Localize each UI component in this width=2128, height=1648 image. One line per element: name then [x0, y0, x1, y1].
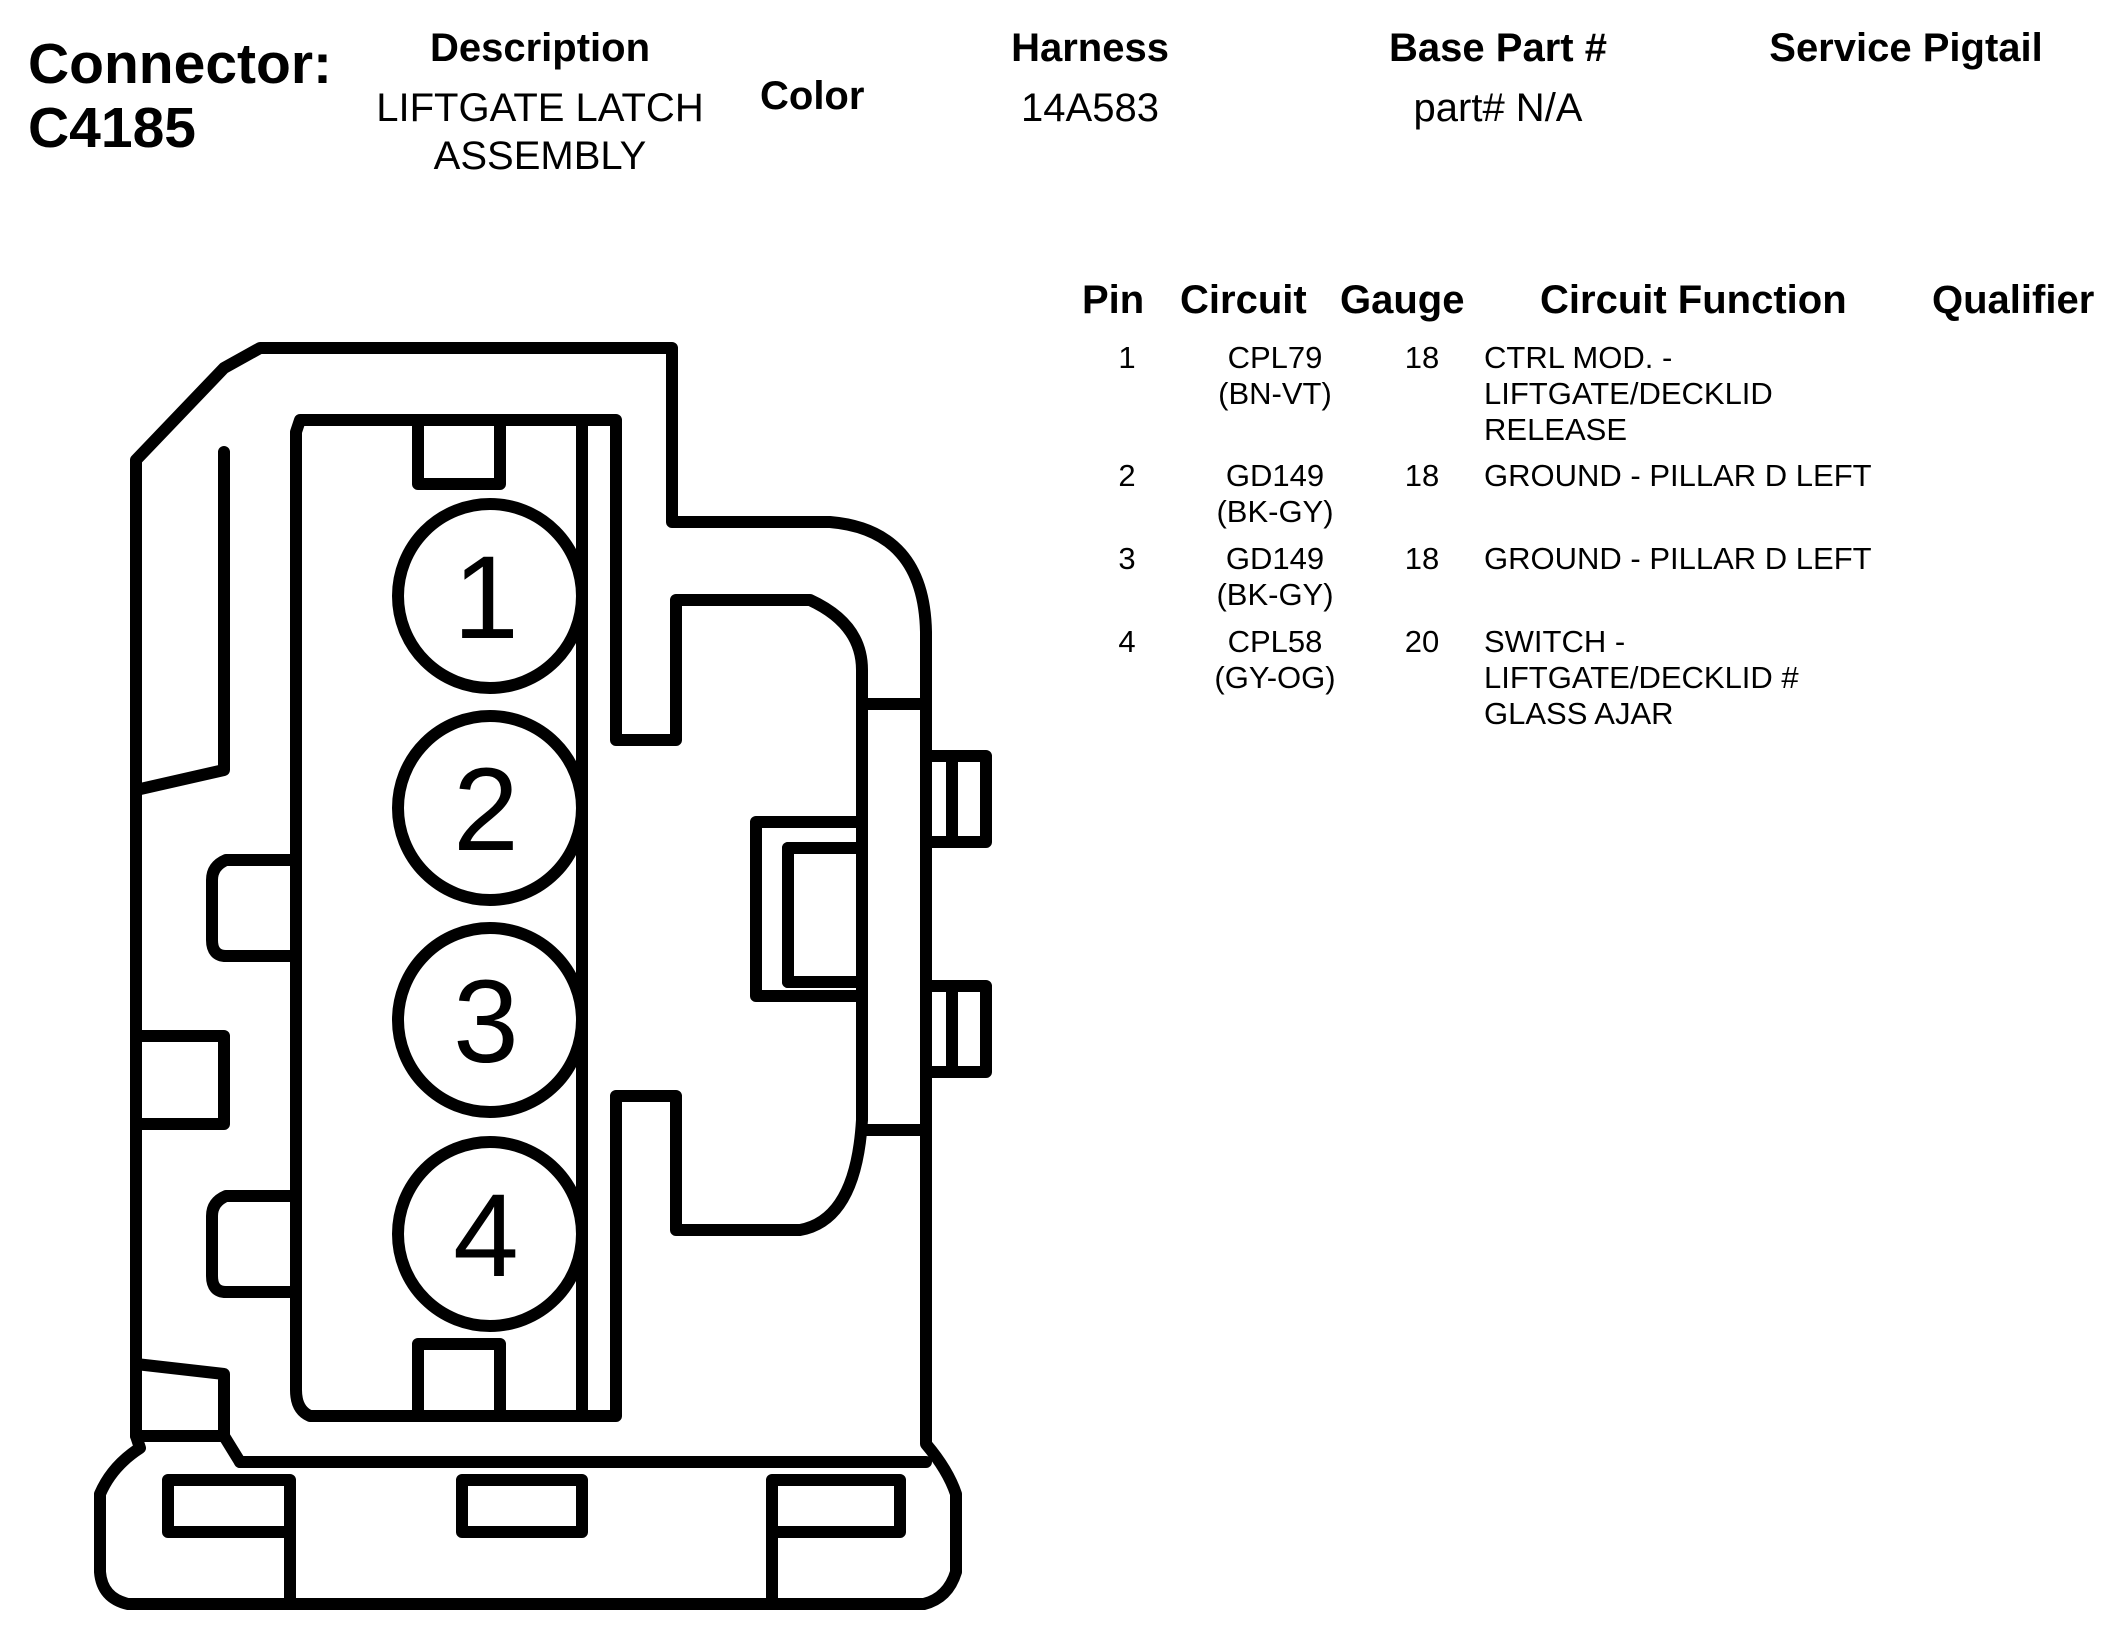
circuit-id: GD149: [1225, 458, 1325, 493]
circuit-id: CPL79: [1227, 340, 1323, 375]
pin-number: 1: [1118, 340, 1136, 375]
function-line: SWITCH -: [1484, 624, 1626, 659]
cavity-outline: [290, 414, 868, 1422]
function-line: CTRL MOD. -: [1484, 340, 1673, 375]
column-header-gauge: Gauge: [1340, 278, 1465, 322]
description-header: Description: [429, 26, 651, 70]
harness-value: 14A583: [1021, 86, 1159, 130]
function-line: GLASS AJAR: [1484, 696, 1674, 731]
wire-color: (BK-GY): [1216, 577, 1334, 612]
pin-number: 4: [1118, 624, 1136, 659]
pin-cavity-3: [392, 922, 588, 1118]
circuit-id: GD149: [1225, 541, 1325, 576]
wire-color: (GY-OG): [1214, 660, 1336, 695]
function-line: LIFTGATE/DECKLID: [1484, 376, 1773, 411]
function-line: LIFTGATE/DECKLID #: [1484, 660, 1799, 695]
circuit-cell: CPL58 (GY-OG): [1190, 624, 1360, 696]
function-cell: GROUND - PILLAR D LEFT: [1484, 541, 1904, 577]
connector-label: Connector:: [28, 32, 332, 96]
circuit-cell: GD149 (BK-GY): [1190, 458, 1360, 530]
pin-label-4: 4: [453, 1170, 519, 1302]
pin-label-3: 3: [453, 956, 519, 1088]
wire-color: (BK-GY): [1216, 494, 1334, 529]
gauge-cell: 18: [1404, 458, 1440, 493]
circuit-cell: GD149 (BK-GY): [1190, 541, 1360, 613]
harness-header: Harness: [1011, 26, 1169, 70]
gauge-cell: 20: [1404, 624, 1440, 659]
function-line: GROUND - PILLAR D LEFT: [1484, 541, 1872, 576]
function-line: GROUND - PILLAR D LEFT: [1484, 458, 1872, 493]
column-header-circuit-function: Circuit Function: [1540, 278, 1847, 322]
function-cell: GROUND - PILLAR D LEFT: [1484, 458, 1904, 494]
function-cell: CTRL MOD. - LIFTGATE/DECKLID RELEASE: [1484, 340, 1904, 448]
gauge-cell: 18: [1404, 541, 1440, 576]
circuit-id: CPL58: [1227, 624, 1323, 659]
column-header-circuit: Circuit: [1180, 278, 1307, 322]
pin-cavity-2: [392, 710, 588, 906]
housing-outline: [94, 342, 962, 1610]
pin-number: 2: [1118, 458, 1136, 493]
function-line: RELEASE: [1484, 412, 1628, 447]
connector-title: Connector: C4185: [28, 32, 332, 160]
connector-id: C4185: [28, 96, 196, 160]
base-part-header: Base Part #: [1389, 26, 1607, 70]
pin-label-2: 2: [453, 744, 519, 876]
circuit-cell: CPL79 (BN-VT): [1190, 340, 1360, 412]
pin-label-1: 1: [453, 532, 519, 664]
base-part-value: part# N/A: [1413, 86, 1583, 130]
color-header: Color: [760, 74, 865, 118]
service-pigtail-header: Service Pigtail: [1769, 26, 2043, 70]
column-header-qualifier: Qualifier: [1932, 278, 2095, 322]
function-cell: SWITCH - LIFTGATE/DECKLID # GLASS AJAR: [1484, 624, 1904, 732]
column-header-pin: Pin: [1082, 278, 1145, 322]
pin-cavity-1: [392, 498, 588, 694]
gauge-cell: 18: [1404, 340, 1440, 375]
pin-cavity-4: [392, 1136, 588, 1332]
pin-number: 3: [1118, 541, 1136, 576]
wire-color: (BN-VT): [1218, 376, 1332, 411]
description-value: LIFTGATE LATCH ASSEMBLY: [376, 86, 704, 178]
